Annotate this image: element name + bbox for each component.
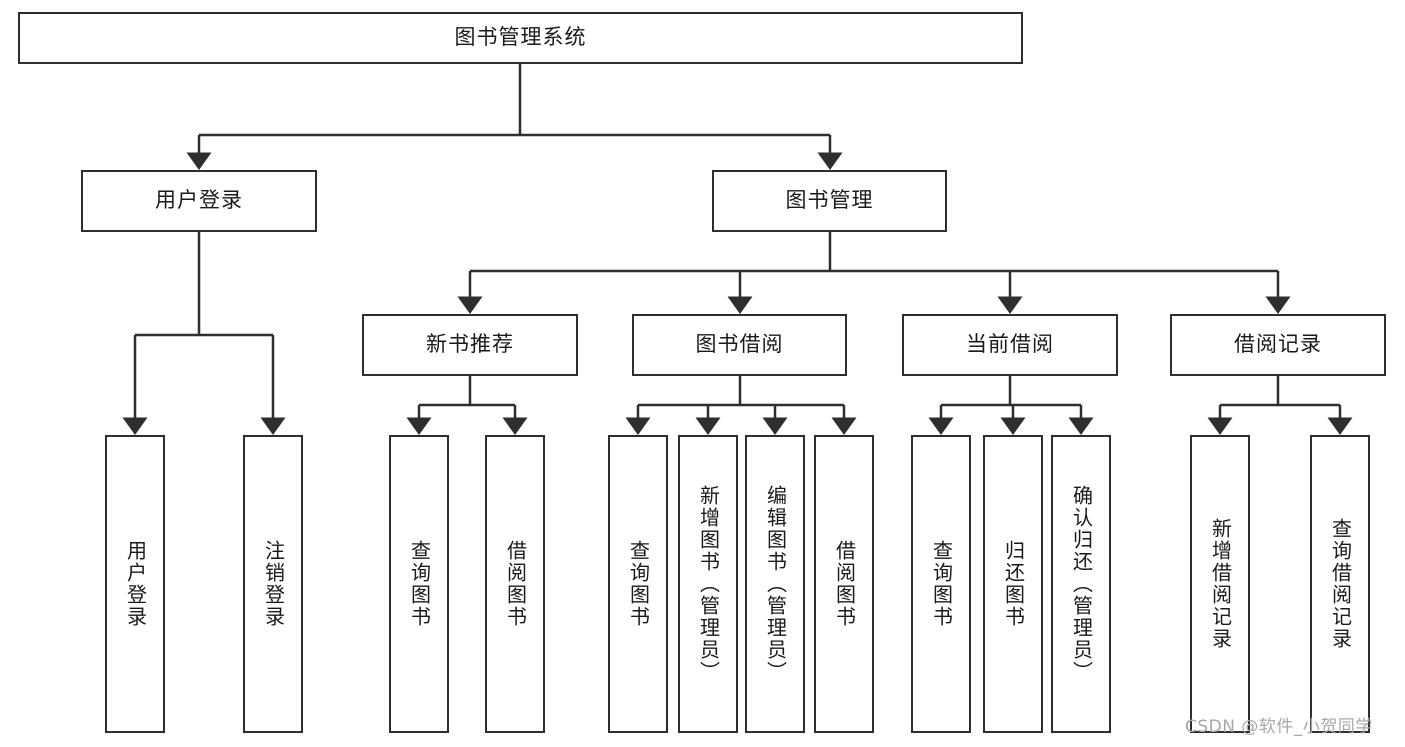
leaf-query-book-borrow[interactable]: 查询图书: [608, 435, 668, 733]
node-new-book-rec-label: 新书推荐: [426, 332, 514, 357]
leaf-confirm-return-label: 确认归还（管理员）: [1069, 485, 1094, 683]
leaf-query-record-label: 查询借阅记录: [1328, 518, 1353, 650]
leaf-borrow-book[interactable]: 借阅图书: [814, 435, 874, 733]
node-root-label: 图书管理系统: [454, 25, 587, 50]
leaf-add-record-label: 新增借阅记录: [1208, 518, 1233, 650]
leaf-return-book-label: 归还图书: [1001, 540, 1026, 628]
leaf-add-book[interactable]: 新增图书（管理员）: [678, 435, 738, 733]
node-book-manage[interactable]: 图书管理: [712, 170, 947, 232]
node-user-login[interactable]: 用户登录: [81, 170, 317, 232]
node-new-book-rec[interactable]: 新书推荐: [362, 314, 578, 376]
node-user-login-label: 用户登录: [155, 188, 243, 213]
watermark: CSDN @软件_小贺同学: [1185, 717, 1373, 737]
leaf-query-record[interactable]: 查询借阅记录: [1310, 435, 1370, 733]
leaf-borrow-book-label: 借阅图书: [832, 540, 857, 628]
leaf-borrow-book-rec[interactable]: 借阅图书: [485, 435, 545, 733]
leaf-query-book-rec-label: 查询图书: [407, 540, 432, 628]
node-current-borrow[interactable]: 当前借阅: [902, 314, 1118, 376]
leaf-add-record[interactable]: 新增借阅记录: [1190, 435, 1250, 733]
leaf-query-book-borrow-label: 查询图书: [626, 540, 651, 628]
node-current-borrow-label: 当前借阅: [966, 332, 1054, 357]
leaf-edit-book-label: 编辑图书（管理员）: [763, 485, 788, 683]
leaf-user-login[interactable]: 用户登录: [105, 435, 165, 733]
leaf-query-book-current[interactable]: 查询图书: [911, 435, 971, 733]
node-book-borrow-label: 图书借阅: [695, 332, 784, 357]
leaf-add-book-label: 新增图书（管理员）: [696, 485, 721, 683]
leaf-query-book-current-label: 查询图书: [929, 540, 954, 628]
node-borrow-record[interactable]: 借阅记录: [1170, 314, 1386, 376]
leaf-edit-book[interactable]: 编辑图书（管理员）: [745, 435, 805, 733]
leaf-user-login-label: 用户登录: [123, 540, 148, 628]
leaf-logout[interactable]: 注销登录: [243, 435, 303, 733]
node-book-manage-label: 图书管理: [785, 188, 874, 213]
leaf-query-book-rec[interactable]: 查询图书: [389, 435, 449, 733]
leaf-confirm-return[interactable]: 确认归还（管理员）: [1051, 435, 1111, 733]
node-book-borrow[interactable]: 图书借阅: [632, 314, 847, 376]
leaf-return-book[interactable]: 归还图书: [983, 435, 1043, 733]
leaf-logout-label: 注销登录: [261, 540, 286, 628]
node-root[interactable]: 图书管理系统: [18, 12, 1023, 64]
node-borrow-record-label: 借阅记录: [1234, 332, 1322, 357]
leaf-borrow-book-rec-label: 借阅图书: [503, 540, 528, 628]
